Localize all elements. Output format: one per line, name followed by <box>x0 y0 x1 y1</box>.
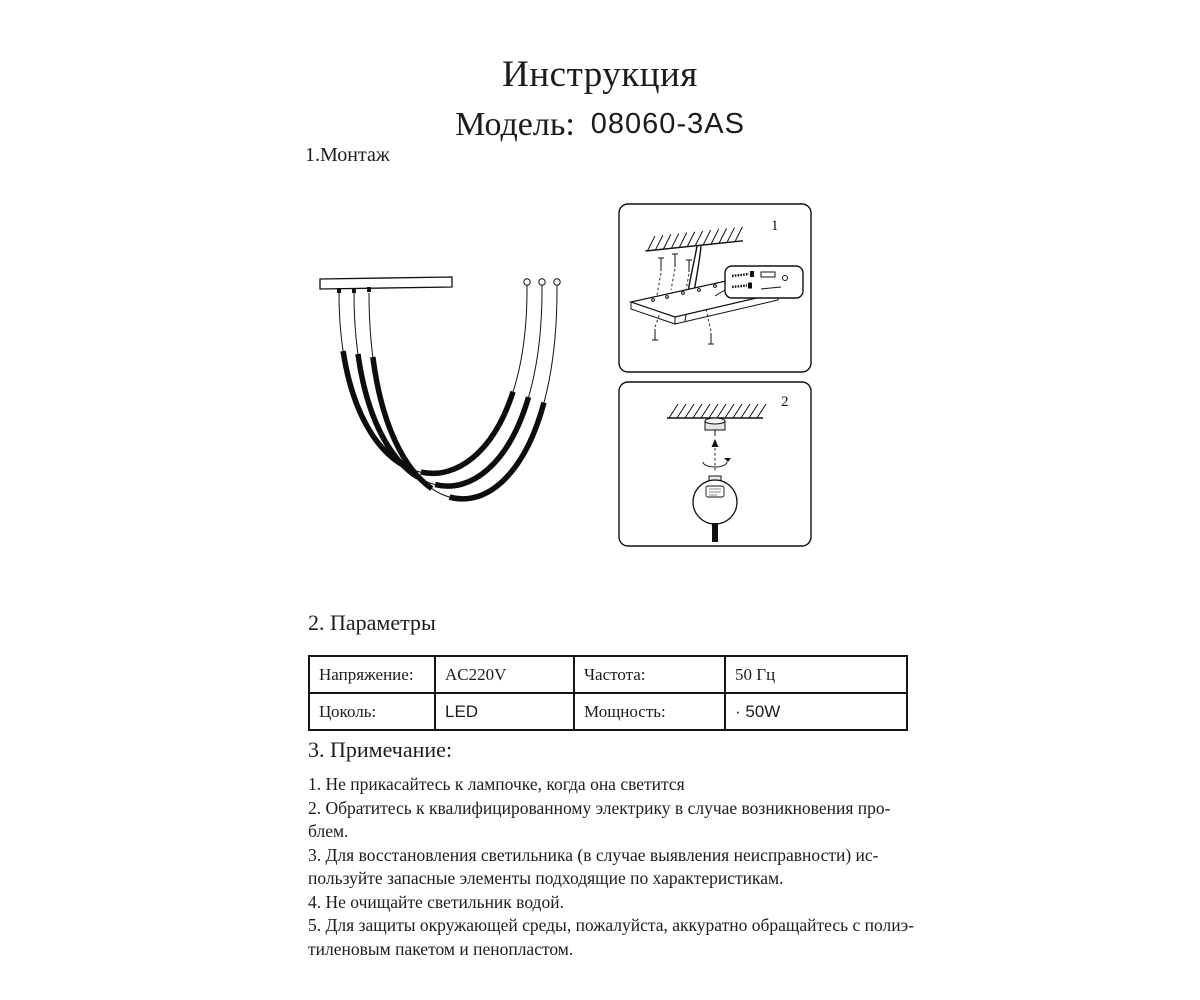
hanging-wires <box>338 289 558 500</box>
section-heading-montage: 1.Монтаж <box>305 144 390 166</box>
canopy-cylinder <box>704 417 726 436</box>
model-line: Модель: 08060-3AS <box>0 106 1200 144</box>
pendant-lamp-drawing <box>319 276 561 502</box>
mounting-steps-figure: 1 <box>618 203 812 547</box>
wire-attachment-stubs <box>337 287 371 293</box>
note-line: 2. Обратитесь к квалифицированному элект… <box>308 797 891 818</box>
cell-voltage-value: AC220V <box>434 655 575 694</box>
section-heading-params: 2. Параметры <box>308 610 436 635</box>
mounting-screws-bottom <box>652 308 714 345</box>
table-row: Цоколь: LED Мощность: · 50W <box>308 692 908 731</box>
note-line: 5. Для защиты окружающей среды, пожалуйс… <box>308 915 914 935</box>
step2-box: 2 <box>618 381 812 547</box>
note-line: 3. Для восстановления светильника (в слу… <box>308 844 879 865</box>
cell-power-value: · 50W <box>724 692 908 731</box>
parameters-table: Напряжение: AC220V Частота: 50 Гц Цоколь… <box>308 655 908 731</box>
led-tube-arcs <box>336 289 560 502</box>
cell-frequency-label: Частота: <box>573 655 726 694</box>
note-line: 1. Не прикасайтесь к лампочке, когда она… <box>308 774 685 794</box>
cell-socket-label: Цоколь: <box>308 692 436 731</box>
note-line: тиленовым пакетом и пенопластом. <box>308 938 574 959</box>
model-number: 08060-3AS <box>590 108 745 140</box>
ceiling-hatch-step1 <box>645 226 744 252</box>
note-line: 4. Не очищайте светильник водой. <box>308 891 564 912</box>
ceiling-mount-bar <box>319 276 453 290</box>
cell-power-label: Мощность: <box>573 692 726 731</box>
notes-list: 1. Не прикасайтесь к лампочке, когда она… <box>308 773 914 961</box>
note-line: блем. <box>308 821 349 841</box>
wire-end-hooks <box>523 278 561 291</box>
table-row: Напряжение: AC220V Частота: 50 Гц <box>308 655 908 694</box>
step1-box: 1 <box>618 203 812 373</box>
mounting-screws-top <box>656 253 692 296</box>
cell-voltage-label: Напряжение: <box>308 655 436 694</box>
step1-number: 1 <box>771 218 779 234</box>
glass-ball-shade <box>692 475 738 542</box>
model-label: Модель: <box>455 106 575 143</box>
cell-socket-value: LED <box>434 692 575 731</box>
section-heading-notes: 3. Примечание: <box>308 737 453 762</box>
step2-number: 2 <box>781 394 789 410</box>
hardware-inset <box>714 265 804 299</box>
page-title: Инструкция <box>502 54 698 95</box>
note-line: пользуйте запасные элементы подходящие п… <box>308 868 784 888</box>
cell-frequency-value: 50 Гц <box>724 655 908 694</box>
attach-direction-arrow <box>702 439 731 472</box>
